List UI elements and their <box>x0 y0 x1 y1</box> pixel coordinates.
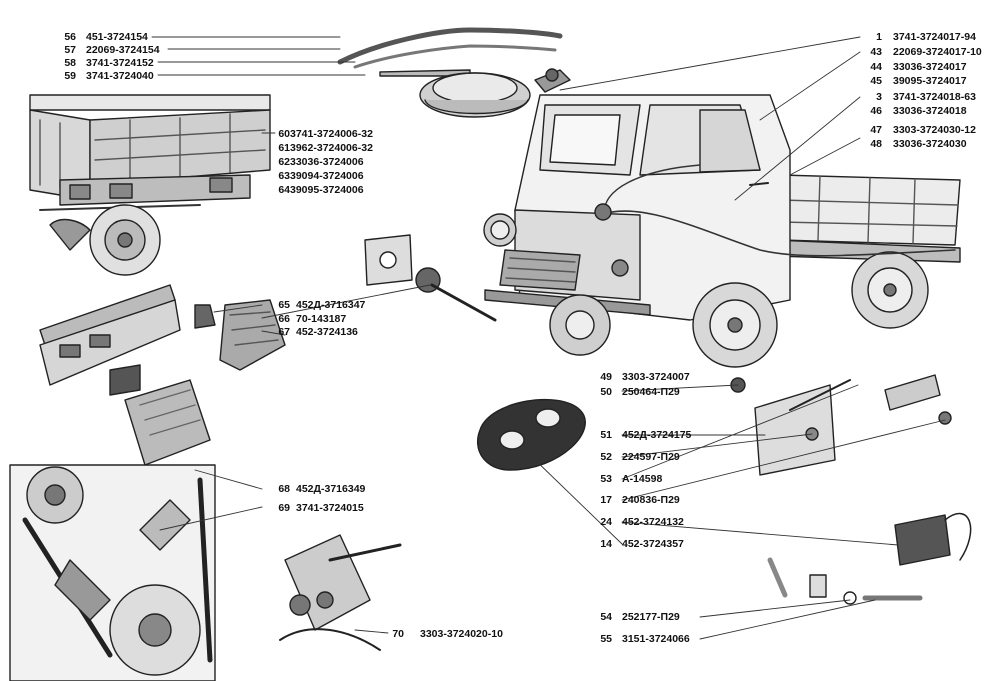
part-code: 39095-3724017 <box>893 75 967 87</box>
callout-number: 70 <box>392 628 404 640</box>
part-code: 3741-3724018-63 <box>893 91 976 103</box>
part-code: 3303-3724030-12 <box>893 124 976 136</box>
part-code: 224597-П29 <box>622 451 680 463</box>
callout-number: 43 <box>870 46 882 58</box>
callout-number: 67 <box>278 326 290 338</box>
part-code: 70-143187 <box>296 313 347 325</box>
part-code: 39095-3724006 <box>290 184 364 196</box>
callout-number: 65 <box>278 299 290 311</box>
part-code: 39094-3724006 <box>290 170 364 182</box>
right-small-parts-illustration <box>730 374 972 605</box>
callout-number: 55 <box>600 633 612 645</box>
part-code: 22069-3724017-10 <box>893 46 982 58</box>
callout-number: 53 <box>600 473 612 485</box>
leader-lines <box>151 36 946 640</box>
callout-number: 69 <box>278 502 290 514</box>
rear-cargo-illustration <box>29 94 271 276</box>
callout-number: 63 <box>278 170 290 182</box>
part-code: 3741-3724017-94 <box>893 31 976 43</box>
part-code: 3741-3724015 <box>296 502 364 514</box>
callout-number: 54 <box>600 611 612 623</box>
truck-illustration <box>483 94 961 368</box>
part-code: 22069-3724154 <box>86 44 160 56</box>
callout-number: 49 <box>600 371 612 383</box>
callout-number: 59 <box>64 70 76 82</box>
callout-number: 62 <box>278 156 290 168</box>
callout-number: 58 <box>64 57 76 69</box>
callout-number: 66 <box>278 313 290 325</box>
callout-number: 50 <box>600 386 612 398</box>
part-code: 451-3724154 <box>86 31 148 43</box>
part-code: 3151-3724066 <box>622 633 690 645</box>
callout-number: 45 <box>870 75 882 87</box>
part-code: 452Д-3716349 <box>296 483 366 495</box>
callout-number: 1 <box>876 31 882 43</box>
mid-left-parts-illustration <box>39 234 497 466</box>
engine-illustration <box>9 464 216 681</box>
callout-number: 64 <box>278 184 290 196</box>
callout-number: 14 <box>600 538 612 550</box>
roof-lamp-illustration <box>337 27 571 118</box>
callout-number: 57 <box>64 44 76 56</box>
callout-number: 51 <box>600 429 612 441</box>
part-code: 3303-3724007 <box>622 371 690 383</box>
part-code: 252177-П29 <box>622 611 680 623</box>
part-code: 452-3724357 <box>622 538 684 550</box>
part-code: 452Д-3716347 <box>296 299 366 311</box>
callout-number: 52 <box>600 451 612 463</box>
part-code: 452-3724132 <box>622 516 684 528</box>
callout-number: 60 <box>278 128 290 140</box>
part-code: 3741-3724040 <box>86 70 154 82</box>
callout-number: 3 <box>876 91 882 103</box>
part-code: 452Д-3724175 <box>622 429 692 441</box>
callout-number: 46 <box>870 105 882 117</box>
callout-number: 61 <box>278 142 290 154</box>
callout-number: 17 <box>600 494 612 506</box>
part-code: 33036-3724030 <box>893 138 967 150</box>
part-code: 33036-3724006 <box>290 156 364 168</box>
starter-illustration <box>279 534 402 651</box>
callout-number: 56 <box>64 31 76 43</box>
part-code: 3962-3724006-32 <box>290 142 373 154</box>
callout-number: 68 <box>278 483 290 495</box>
part-code: 250464-П29 <box>622 386 680 398</box>
part-code: 3303-3724020-10 <box>420 628 503 640</box>
part-code: 452-3724136 <box>296 326 358 338</box>
part-code: А-14598 <box>622 473 663 485</box>
part-code: 3741-3724006-32 <box>290 128 373 140</box>
callout-number: 48 <box>870 138 882 150</box>
part-code: 33036-3724018 <box>893 105 967 117</box>
callout-number: 24 <box>600 516 612 528</box>
part-code: 240836-П29 <box>622 494 680 506</box>
callout-number: 47 <box>870 124 882 136</box>
part-code: 33036-3724017 <box>893 61 967 73</box>
callout-number: 44 <box>870 61 882 73</box>
part-code: 3741-3724152 <box>86 57 154 69</box>
grommet-illustration <box>476 398 586 471</box>
